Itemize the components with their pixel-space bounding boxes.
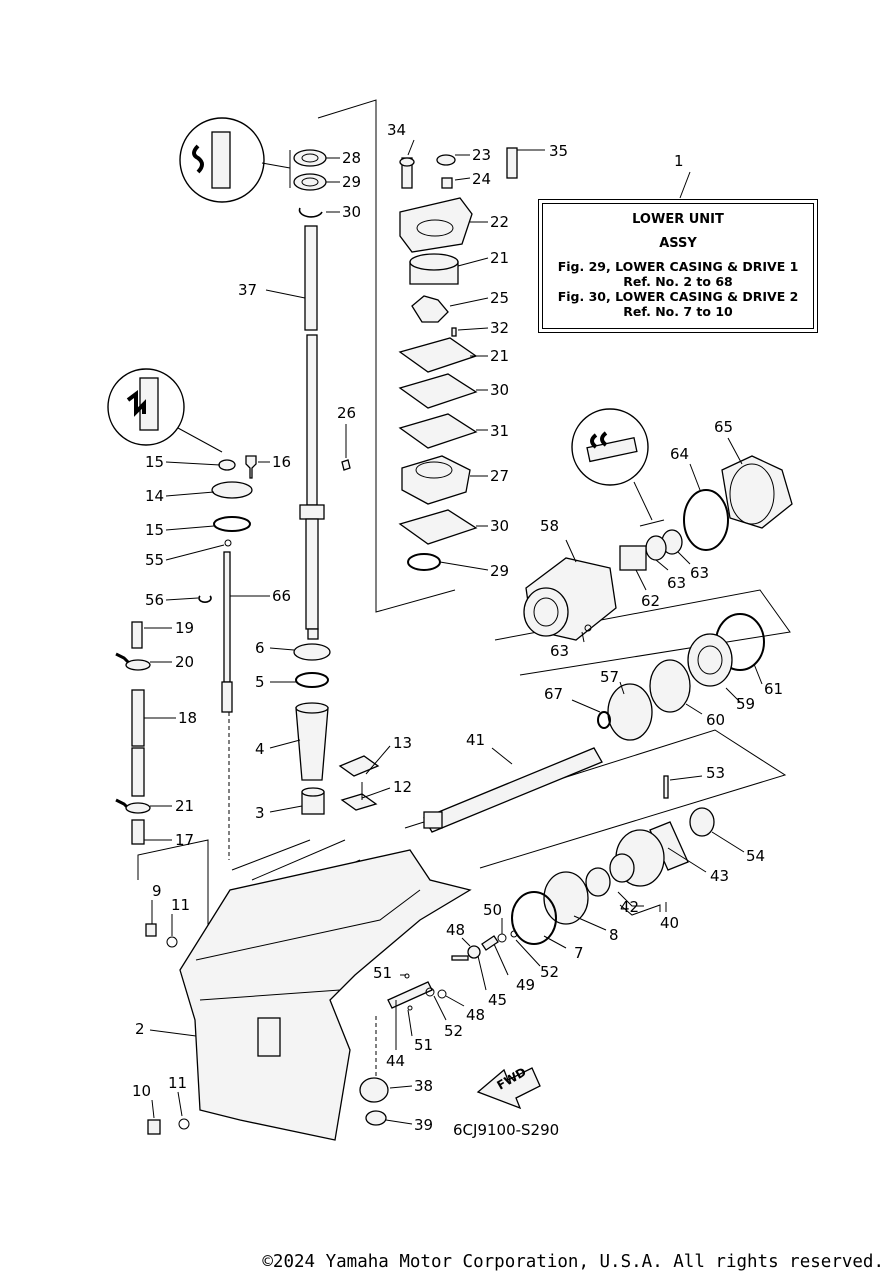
callout-6: 6 (255, 639, 265, 657)
callout-39: 37 (238, 281, 257, 299)
callout-33: 30 (490, 517, 509, 535)
lower-casing (145, 755, 472, 1141)
callout-17: 16 (272, 453, 291, 471)
callout-18: 17 (175, 831, 194, 849)
callout-63-b: 63 (690, 564, 709, 582)
callout-48-b: 48 (446, 921, 465, 939)
shift-rod-assembly (115, 455, 257, 860)
info-box-inner: LOWER UNIT ASSY Fig. 29, LOWER CASING & … (542, 203, 814, 329)
callout-66: 65 (714, 418, 733, 436)
detail-circle-right (571, 408, 665, 527)
callout-68: 67 (544, 685, 563, 703)
callout-49: 49 (516, 976, 535, 994)
water-pump-stack (398, 147, 518, 571)
callout-11-b: 11 (168, 1074, 187, 1092)
callout-63-a: 63 (667, 574, 686, 592)
callout-52-a: 52 (444, 1022, 463, 1040)
callout-23: 21 (490, 249, 509, 267)
info-line-3: Fig. 30, LOWER CASING & DRIVE 2 (557, 289, 799, 304)
callout-21-a: 20 (175, 653, 194, 671)
propeller-shaft-group (423, 747, 715, 961)
callout-9: 9 (152, 882, 162, 900)
drive-shaft-assembly (293, 149, 351, 815)
callout-labels: 1 28 29 30 37 34 23 24 35 22 21 25 32 21… (132, 121, 783, 1134)
detail-circle-middle (107, 368, 223, 453)
callout-22: 22 (490, 213, 509, 231)
info-line-2: Ref. No. 2 to 68 (623, 274, 733, 289)
info-line-1: Fig. 29, LOWER CASING & DRIVE 1 (557, 259, 799, 274)
callout-34: 30 (490, 381, 509, 399)
callout-55: 55 (145, 551, 164, 569)
callout-12: 12 (393, 778, 412, 796)
callout-24: 21 (490, 347, 509, 365)
callout-46: 44 (386, 1052, 405, 1070)
callout-25: 23 (472, 146, 491, 164)
fwd-arrow-icon: FWD (476, 1065, 541, 1110)
callout-65: 64 (670, 445, 689, 463)
callout-54: 54 (746, 847, 765, 865)
callout-41: 39 (414, 1116, 433, 1134)
callout-48-a: 48 (466, 1006, 485, 1024)
callout-11-a: 11 (171, 896, 190, 914)
callout-42: 40 (660, 914, 679, 932)
callout-14: 14 (145, 487, 164, 505)
callout-61: 61 (764, 680, 783, 698)
drawing-code: 6CJ9100-S290 (453, 1121, 560, 1139)
callout-7: 7 (574, 944, 584, 962)
callout-28: 26 (337, 404, 356, 422)
info-title: LOWER UNIT (632, 212, 724, 227)
callout-45: 43 (710, 867, 729, 885)
callout-51-b: 51 (414, 1036, 433, 1054)
callout-51-a: 51 (373, 964, 392, 982)
callout-26: 24 (472, 170, 491, 188)
callout-37: 34 (387, 121, 406, 139)
callout-40: 38 (414, 1077, 433, 1095)
callout-35: 31 (490, 422, 509, 440)
callout-62: 62 (641, 592, 660, 610)
callout-31: 30 (342, 203, 361, 221)
callout-5: 5 (255, 673, 265, 691)
callout-67: 66 (272, 587, 291, 605)
callout-13: 13 (393, 734, 412, 752)
callout-38: 35 (549, 142, 568, 160)
copyright-notice: ©2024 Yamaha Motor Corporation, U.S.A. A… (262, 1252, 884, 1272)
callout-27: 25 (490, 289, 509, 307)
callout-32: 29 (490, 562, 509, 580)
callout-10: 10 (132, 1082, 151, 1100)
leader-lines (144, 139, 763, 1125)
callout-56: 56 (145, 591, 164, 609)
callout-43-a: 42 (620, 898, 639, 916)
callout-21-b: 21 (175, 797, 194, 815)
callout-20: 19 (175, 619, 194, 637)
callout-47: 45 (488, 991, 507, 1009)
callout-50: 50 (483, 901, 502, 919)
info-subtitle: ASSY (659, 236, 697, 251)
callout-30-a: 28 (342, 149, 361, 167)
lower-unit-assy-info-box: LOWER UNIT ASSY Fig. 29, LOWER CASING & … (538, 199, 818, 333)
callout-53: 53 (706, 764, 725, 782)
info-line-4: Ref. No. 7 to 10 (623, 304, 733, 319)
detail-circle-top (179, 117, 291, 203)
callout-60: 60 (706, 711, 725, 729)
callout-2: 2 (135, 1020, 145, 1038)
callout-59: 59 (736, 695, 755, 713)
callout-52-b: 52 (540, 963, 559, 981)
callout-57: 57 (600, 668, 619, 686)
callout-15: 15 (145, 521, 164, 539)
callout-58: 58 (540, 517, 559, 535)
callout-1: 1 (674, 152, 684, 170)
callout-4: 4 (255, 740, 265, 758)
callout-16: 15 (145, 453, 164, 471)
callout-44: 41 (466, 731, 485, 749)
callout-64: 63 (550, 642, 569, 660)
callout-29: 27 (490, 467, 509, 485)
callout-36: 32 (490, 319, 509, 337)
callout-3: 3 (255, 804, 265, 822)
callout-30-b: 29 (342, 173, 361, 191)
forward-gear-group (523, 455, 793, 741)
callout-8: 8 (609, 926, 619, 944)
callout-19: 18 (178, 709, 197, 727)
